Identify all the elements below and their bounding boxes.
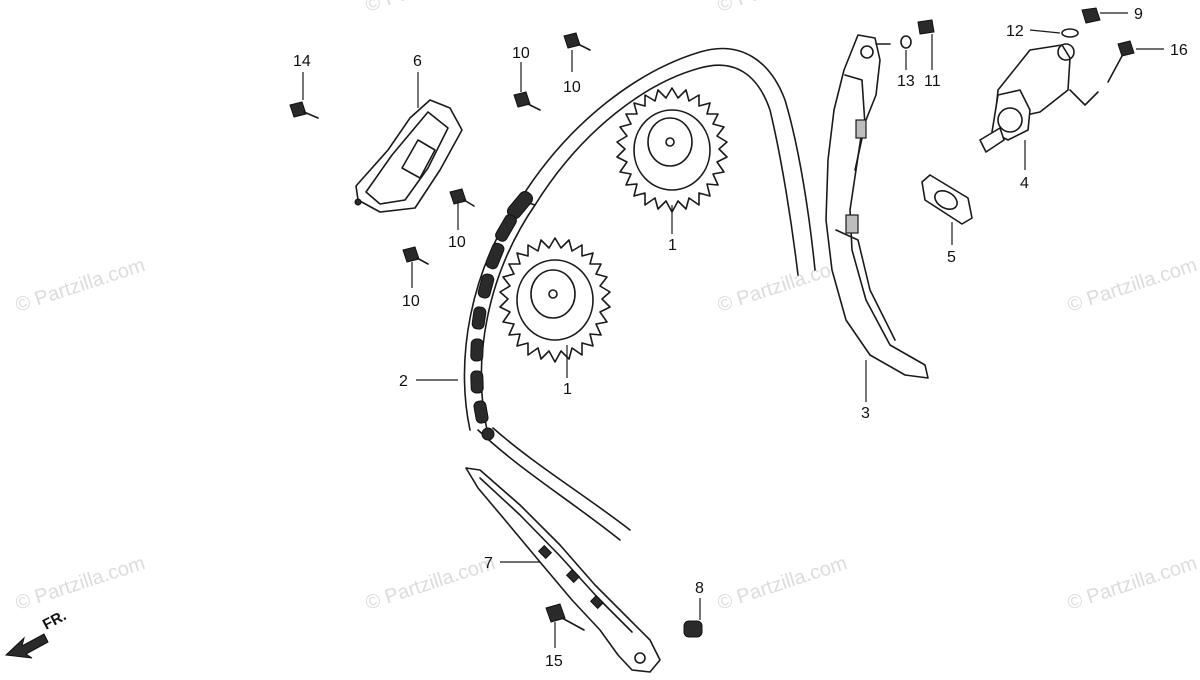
callout-5: 5: [947, 249, 956, 266]
callout-3: 3: [861, 405, 870, 422]
callout-4: 4: [1020, 175, 1029, 192]
cam-sprocket-lower: [499, 237, 611, 363]
callout-10-d: 10: [402, 293, 420, 310]
callout-15: 15: [545, 653, 563, 670]
bolt-16: [1107, 40, 1135, 83]
callout-11: 11: [924, 73, 941, 90]
chain-guide: [465, 467, 661, 673]
tensioner-arm: [825, 34, 929, 379]
nut-8: [683, 620, 703, 638]
callout-10-a: 10: [512, 45, 530, 62]
tensioner-lifter: [979, 43, 1099, 153]
callout-7: 7: [484, 555, 493, 572]
bolt-10-b: [563, 32, 591, 51]
watermark: © Partzilla.com: [715, 254, 850, 317]
bolt-10-c: [449, 188, 475, 207]
gasket: [921, 174, 973, 225]
callout-14: 14: [293, 53, 311, 70]
callouts: 1 1 2 3 4 5 6 7 8 9 10 10 10 10 11 12 13…: [293, 6, 1188, 670]
callout-12: 12: [1006, 23, 1024, 40]
bolt-9: [1081, 7, 1101, 24]
callout-13: 13: [897, 73, 915, 90]
chain-links: [470, 190, 534, 441]
bolt-14: [289, 101, 319, 119]
front-label: FR.: [40, 607, 69, 633]
fasteners: [289, 7, 1135, 638]
bolt-15: [545, 603, 585, 631]
watermark: © Partzilla.com: [363, 0, 498, 17]
callout-6: 6: [413, 53, 422, 70]
watermark: © Partzilla.com: [363, 552, 498, 615]
front-arrow-icon: [4, 633, 49, 659]
callout-8: 8: [695, 580, 704, 597]
watermark: © Partzilla.com: [715, 552, 850, 615]
callout-1-lower: 1: [563, 381, 572, 398]
callout-2: 2: [399, 373, 408, 390]
bolt-10-a: [513, 91, 541, 111]
watermark: © Partzilla.com: [13, 254, 148, 317]
washer-12: [1061, 28, 1079, 38]
watermark: © Partzilla.com: [1065, 254, 1200, 317]
front-direction-indicator: FR.: [4, 607, 69, 659]
callout-9: 9: [1134, 6, 1143, 23]
bolt-11: [917, 19, 935, 35]
leader-lines: [302, 12, 1164, 648]
washer-13: [900, 35, 912, 49]
callout-1-upper: 1: [668, 237, 677, 254]
bolt-10-d: [402, 246, 429, 265]
callout-10-c: 10: [448, 234, 466, 251]
callout-16: 16: [1170, 42, 1188, 59]
watermark: © Partzilla.com: [13, 552, 148, 615]
watermark: © Partzilla.com: [1065, 552, 1200, 615]
cam-chain: [463, 47, 816, 541]
guide-cover: [354, 99, 463, 213]
cam-sprocket-upper: [616, 87, 728, 213]
watermark: © Partzilla.com: [715, 0, 850, 17]
callout-10-b: 10: [563, 79, 581, 96]
